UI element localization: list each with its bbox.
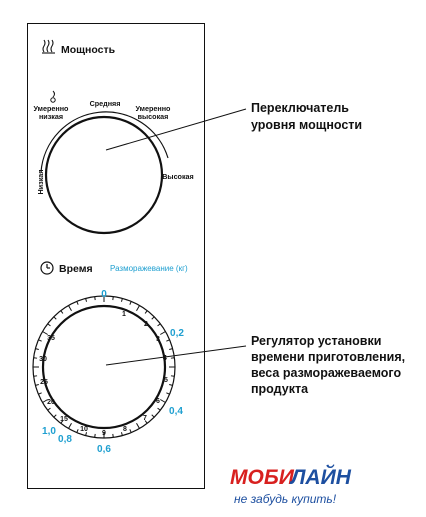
time-mark-3: 3 — [156, 336, 160, 343]
logo-brand-blue: ЛАЙН — [289, 465, 352, 489]
time-scale-tick — [144, 310, 148, 314]
time-scale-tick — [129, 429, 132, 433]
logo-brand-red: МОБИ — [230, 466, 295, 489]
time-callout-line1: Регулятор установки — [251, 334, 381, 348]
time-scale-tick — [35, 383, 39, 386]
time-mark-4: 4 — [163, 355, 167, 362]
time-mark-35: 35 — [47, 335, 55, 342]
time-mark-5: 5 — [164, 377, 168, 384]
weight-mark-0-8: 0,8 — [58, 434, 72, 445]
time-scale-tick — [42, 399, 48, 403]
time-scale-tick — [60, 310, 64, 314]
time-scale-tick — [169, 348, 173, 351]
time-mark-7: 7 — [143, 415, 147, 422]
time-scale-tick — [47, 323, 51, 327]
time-scale-tick — [38, 339, 42, 342]
time-scale-ticks — [32, 295, 176, 439]
time-scale-tick — [160, 399, 166, 403]
time-scale-tick — [47, 407, 51, 411]
time-scale-tick — [120, 432, 123, 436]
time-mark-1: 1 — [122, 311, 126, 318]
heat-waves-icon — [42, 39, 55, 54]
time-knob[interactable] — [41, 304, 167, 430]
time-scale-tick — [42, 331, 48, 335]
time-scale-tick — [166, 339, 170, 342]
time-callout-line2: времени приготовления, — [251, 350, 405, 364]
power-callout-line — [105, 108, 247, 151]
time-scale-tick — [76, 429, 79, 433]
time-mark-2: 2 — [144, 321, 148, 328]
defrost-title: Разморажевание (кг) — [110, 264, 188, 273]
time-callout-line — [105, 345, 247, 366]
time-scale-tick — [151, 316, 155, 320]
power-title: Мощность — [61, 44, 116, 56]
weight-mark-0-4: 0,4 — [169, 406, 183, 417]
clock-icon — [40, 261, 54, 275]
time-scale-tick — [85, 298, 88, 302]
time-mark-25: 25 — [40, 379, 48, 386]
mobilain-logo: МОБИ ЛАЙН не забудь купить! — [230, 465, 352, 506]
time-scale-tick — [76, 301, 79, 305]
time-scale-tick — [166, 392, 170, 395]
time-callout-line4: продукта — [251, 382, 309, 396]
time-scale-tick — [68, 305, 72, 311]
time-scale-tick — [53, 316, 57, 320]
time-scale-tick — [151, 414, 155, 418]
time-mark-10: 10 — [80, 426, 88, 433]
power-callout-line2: уровня мощности — [251, 118, 362, 132]
weight-mark-1-0: 1,0 — [42, 426, 56, 437]
time-scale-tick — [160, 331, 166, 335]
time-mark-6: 6 — [156, 398, 160, 405]
time-callout-line3: веса разморажеваемого — [251, 366, 401, 380]
label-medium-high-1: Умеренно — [136, 104, 171, 113]
time-scale-tick — [144, 420, 148, 424]
time-mark-8: 8 — [123, 426, 127, 433]
label-medium-low-2: низкая — [39, 112, 63, 121]
power-callout-line1: Переключатель — [251, 101, 349, 115]
time-scale-tick — [157, 407, 161, 411]
label-medium-high-2: высокая — [138, 112, 169, 121]
label-low: Низкая — [36, 170, 45, 195]
time-scale-tick — [157, 323, 161, 327]
time-title: Время — [59, 263, 93, 275]
weight-mark-0: 0 — [101, 289, 107, 300]
time-scale-tick — [53, 414, 57, 418]
weight-mark-0-6: 0,6 — [97, 444, 111, 455]
time-mark-20: 20 — [47, 399, 55, 406]
power-knob[interactable] — [44, 115, 164, 235]
label-medium-low-1: Умеренно — [34, 104, 69, 113]
weight-mark-0-2: 0,2 — [170, 328, 184, 339]
time-scale-tick — [68, 423, 72, 429]
time-scale-tick — [60, 420, 64, 424]
time-scale-tick — [136, 305, 140, 311]
time-scale-tick — [120, 298, 123, 302]
label-high: Высокая — [162, 172, 194, 181]
time-scale-tick — [136, 423, 140, 429]
time-scale-tick — [35, 348, 39, 351]
time-mark-30: 30 — [39, 356, 47, 363]
time-mark-9: 9 — [102, 430, 106, 437]
label-medium: Средняя — [90, 99, 121, 108]
time-scale-tick — [129, 301, 132, 305]
power-marker-icon — [50, 90, 56, 103]
logo-slogan: не забудь купить! — [234, 492, 337, 506]
time-mark-15: 15 — [60, 416, 68, 423]
time-scale-tick — [38, 392, 42, 395]
time-scale-tick — [85, 432, 88, 436]
time-scale-tick — [169, 383, 173, 386]
